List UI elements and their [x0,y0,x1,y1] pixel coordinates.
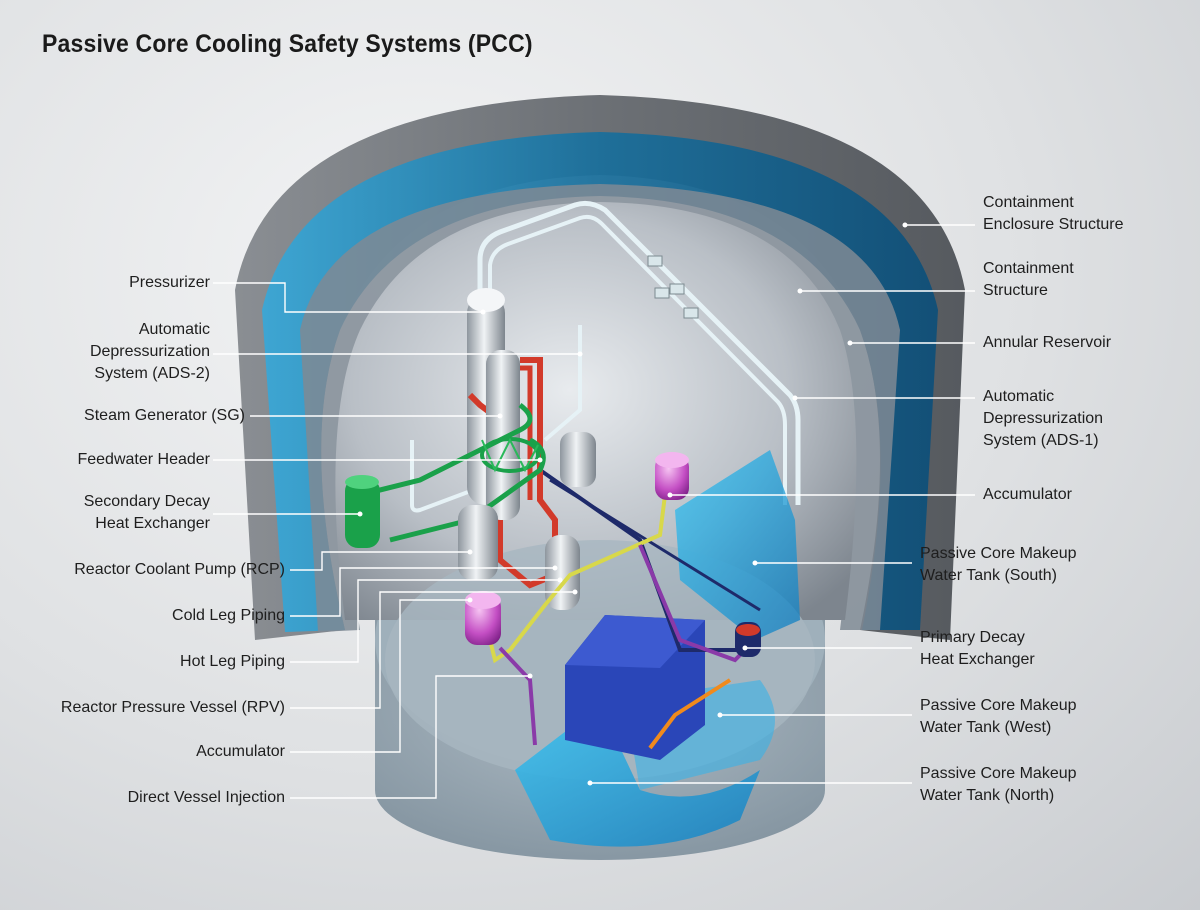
label-ads2: Automatic Depressurization System (ADS-2… [89,321,210,382]
label-accumulator-right: Accumulator [983,486,1072,503]
steam-generator-vessel [486,350,520,520]
secondary-decay-hx-vessel [345,478,380,548]
rcp-pump-left [458,505,498,580]
label-secondary-decay-hx: Secondary Decay Heat Exchanger [83,493,210,532]
label-pcmwt-north: Passive Core Makeup Water Tank (North) [920,765,1077,804]
label-pcmwt-west: Passive Core Makeup Water Tank (West) [920,697,1077,736]
page-title: Passive Core Cooling Safety Systems (PCC… [42,30,533,58]
dvi-purple [498,646,537,746]
ads1-piping [477,200,801,505]
label-reactor-coolant-pump: Reactor Coolant Pump (RCP) [74,561,285,578]
leader-lines [213,224,975,799]
label-containment-enclosure: Containment Enclosure Structure [983,194,1124,233]
label-primary-decay-hx: Primary Decay Heat Exchanger [920,629,1035,668]
rpv-vessel [545,535,580,610]
label-containment-structure: Containment Structure [983,260,1074,299]
label-pcmwt-south: Passive Core Makeup Water Tank (South) [920,545,1077,584]
label-hot-leg-piping: Hot Leg Piping [180,653,285,670]
label-pressurizer: Pressurizer [129,274,210,291]
dvi-yellow [488,494,667,664]
label-reactor-pressure-vessel: Reactor Pressure Vessel (RPV) [60,699,285,716]
label-annular-reservoir: Annular Reservoir [983,334,1112,351]
label-direct-vessel-injection: Direct Vessel Injection [127,789,285,806]
pcmwt-south-tank [675,450,800,640]
label-ads1: Automatic Depressurization System (ADS-1… [983,388,1104,449]
label-steam-generator: Steam Generator (SG) [84,407,245,424]
label-cold-leg-piping: Cold Leg Piping [172,607,285,624]
rcp-pump-right [560,432,596,487]
label-feedwater-header: Feedwater Header [77,451,210,468]
label-accumulator-left: Accumulator [196,743,285,760]
